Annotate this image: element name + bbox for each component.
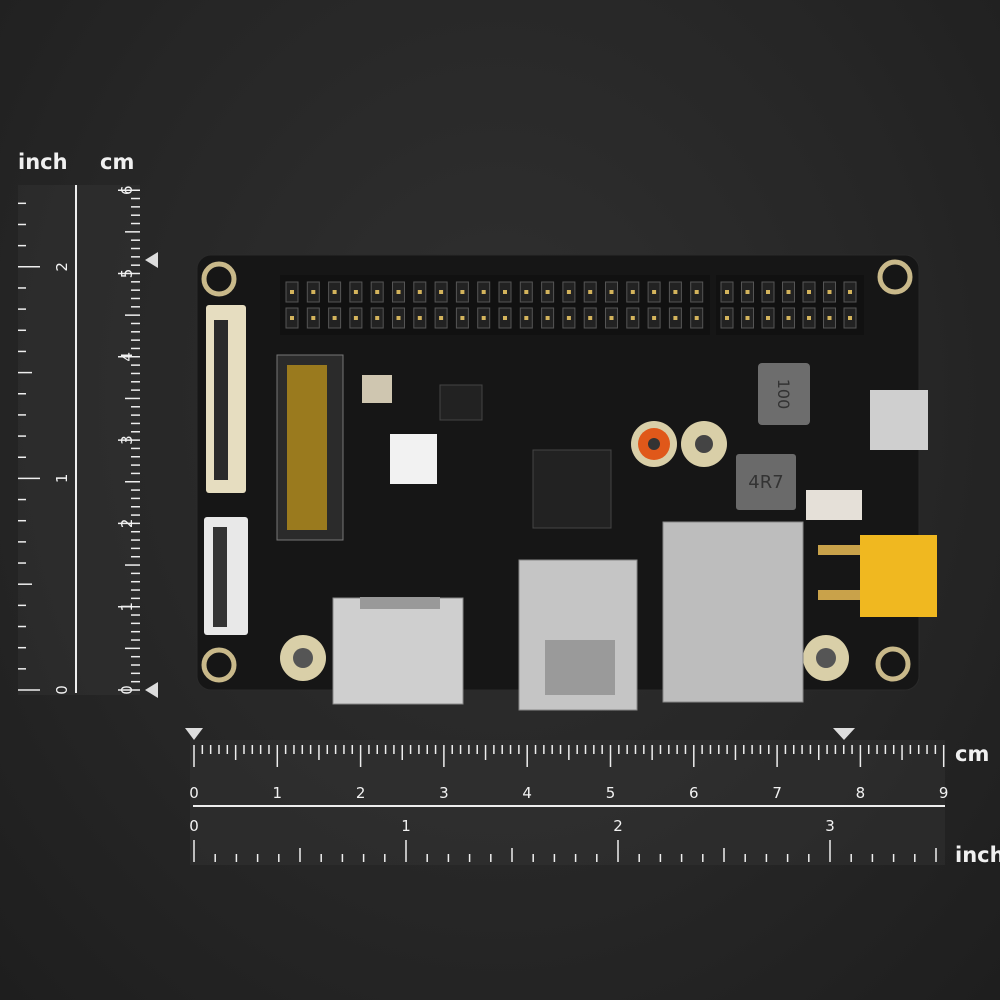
inductor-100-label: 100 xyxy=(774,379,793,410)
ethernet-port xyxy=(662,521,804,703)
cm-tick-label: 0 xyxy=(118,685,136,695)
inch-tick-label: 0 xyxy=(189,817,199,835)
pcb-board: 100 4R7 xyxy=(196,254,937,711)
inductor-4r7 xyxy=(736,454,796,510)
cm-tick-label: 2 xyxy=(118,519,136,529)
cm-tick-label: 7 xyxy=(772,784,782,802)
cm-tick-label: 3 xyxy=(118,435,136,445)
inch-tick-label: 1 xyxy=(53,474,71,484)
inch-tick-label: 2 xyxy=(613,817,623,835)
marker-triangle-icon xyxy=(185,728,203,740)
hdmi-port xyxy=(332,597,464,705)
micro-usb-port xyxy=(870,390,928,450)
inch-tick-label: 3 xyxy=(825,817,835,835)
power-connector xyxy=(860,535,937,617)
cm-tick-label: 9 xyxy=(939,784,949,802)
horizontal-ruler-inch-unit: inch xyxy=(955,843,1000,867)
cm-tick-label: 3 xyxy=(439,784,449,802)
cm-tick-label: 5 xyxy=(118,269,136,279)
marker-triangle-icon xyxy=(145,252,158,268)
cm-tick-label: 4 xyxy=(522,784,532,802)
inch-tick-label: 1 xyxy=(401,817,411,835)
marker-triangle-icon xyxy=(833,728,855,740)
standoffs xyxy=(280,635,849,681)
inductor-100 xyxy=(758,363,810,425)
cm-tick-label: 2 xyxy=(356,784,366,802)
vertical-ruler-inch-unit: inch xyxy=(18,150,68,174)
cm-tick-label: 4 xyxy=(118,352,136,362)
cm-tick-label: 5 xyxy=(606,784,616,802)
jst-connector xyxy=(806,490,862,520)
cm-tick-label: 8 xyxy=(856,784,866,802)
cm-tick-label: 1 xyxy=(118,602,136,612)
inductor-4r7-label: 4R7 xyxy=(748,472,783,493)
cm-tick-label: 6 xyxy=(118,185,136,195)
cm-tick-label: 6 xyxy=(689,784,699,802)
mounting-holes xyxy=(201,259,913,683)
inch-tick-label: 2 xyxy=(53,262,71,272)
marker-triangle-icon xyxy=(145,682,158,698)
soc-chip xyxy=(532,449,612,529)
cm-tick-label: 0 xyxy=(189,784,199,802)
horizontal-ruler-cm-unit: cm xyxy=(955,742,990,766)
vertical-ruler: 0 1 2 3 4 5 6 0 1 2 xyxy=(18,185,158,698)
qr-label xyxy=(390,434,437,484)
horizontal-ruler: 0 1 2 3 4 5 6 7 8 9 0 1 2 3 xyxy=(185,728,948,865)
gpio-header xyxy=(280,275,864,335)
cm-tick-label: 1 xyxy=(273,784,283,802)
vertical-ruler-cm-unit: cm xyxy=(100,150,135,174)
inch-tick-label: 0 xyxy=(53,685,71,695)
